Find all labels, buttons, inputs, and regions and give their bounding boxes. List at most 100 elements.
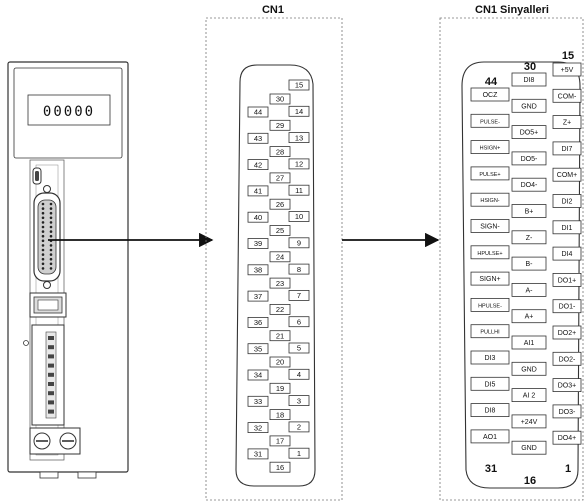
drive-terminal-block — [23, 324, 65, 426]
cn1-pin-box — [288, 237, 310, 249]
terminal-slot — [48, 363, 54, 368]
drive-pin-dot — [41, 211, 45, 215]
servo-drive: 00000 — [7, 61, 129, 479]
cn1-signal-label: GND — [521, 366, 537, 373]
cn1-signal-label: DI3 — [485, 355, 496, 362]
cn1-pin-number: 34 — [254, 371, 262, 380]
cn1-signal-label: PULSE- — [480, 119, 500, 125]
drive-pin-dot — [41, 221, 45, 224]
cn1-pin-number: 28 — [276, 147, 284, 156]
cn1-signal-label: DO2+ — [558, 330, 576, 337]
cn1-signal-cell — [470, 403, 510, 418]
cn1-pin-number: 2 — [297, 423, 301, 432]
drive-pin-dot — [41, 239, 45, 243]
cn1-signal-cell — [511, 72, 547, 87]
cn1-pin-box — [288, 132, 310, 144]
cn1-pin-box — [247, 448, 269, 460]
cn1-signal-cell — [511, 440, 547, 455]
cn1-pin-number: 32 — [254, 423, 262, 432]
cn1-signal-label: DI1 — [562, 225, 573, 232]
cn1-pin-box — [247, 316, 269, 328]
drive-pin-dot — [49, 211, 53, 215]
drive-pin-dot — [41, 230, 45, 233]
cn1-signal-label: DI8 — [485, 408, 496, 415]
cn1-signal-label: DO4+ — [558, 435, 576, 442]
cn1-signal-label: +5V — [561, 67, 574, 74]
lcd-display — [27, 94, 111, 126]
cn1-signal-cell — [470, 140, 510, 155]
cn1-signals-panel: CN1 Sinyalleri +5VCOM-Z+DI7COM+DI2DI1DI4… — [439, 4, 584, 501]
cn1-pin-number: 44 — [254, 108, 262, 117]
cn1-pin-number: 36 — [254, 318, 262, 327]
cn1-pin-box — [247, 395, 269, 407]
corner-number-16: 16 — [524, 475, 536, 487]
cn1-pin-box — [288, 105, 310, 117]
cn1-pin-number: 19 — [276, 384, 284, 393]
drive-pin-dot — [41, 248, 45, 252]
cn1-pin-number: 39 — [254, 239, 262, 248]
cn1-pin-number: 3 — [297, 396, 301, 405]
cn1-pin-number: 17 — [276, 437, 284, 446]
cn1-pin-box — [269, 225, 291, 236]
cn1-pin-number: 23 — [276, 279, 284, 288]
cn1-signal-label: OCZ — [483, 92, 499, 99]
cn1-signal-cell — [470, 113, 510, 128]
cn1-pin-number: 30 — [276, 95, 284, 104]
cn1-signal-label: PULSE+ — [479, 172, 500, 178]
cn1-pin-number: 4 — [297, 370, 301, 379]
cn1-signal-label: DO3+ — [558, 383, 576, 390]
cn1-signal-label: COM- — [558, 93, 577, 100]
cn1-signal-cell — [511, 177, 547, 192]
cn1-signal-cell — [552, 141, 582, 156]
terminal-slot — [48, 382, 54, 386]
cn1-signal-cell — [470, 87, 510, 102]
cn1-pin-box — [288, 158, 310, 170]
cn1-signal-cell — [511, 230, 547, 245]
cn1-pin-box — [269, 119, 291, 131]
cn1-signal-label: +24V — [521, 419, 538, 426]
terminal-slot — [48, 354, 54, 359]
cn1-signal-cell — [511, 125, 547, 139]
corner-number-44: 44 — [485, 76, 498, 88]
cn1-signal-label: DI2 — [562, 199, 573, 206]
cn1-signal-cell — [552, 194, 582, 208]
cn1-signal-label: AI 2 — [523, 393, 536, 400]
cn1-signals-title: CN1 Sinyalleri — [475, 4, 549, 16]
drive-pin-dot — [41, 244, 45, 247]
cn1-title: CN1 — [262, 4, 284, 16]
cn1-pin-box — [269, 382, 291, 394]
cn1-connector-shell — [235, 64, 316, 487]
cn1-pin-number: 37 — [254, 292, 262, 301]
cn1-signal-label: Z- — [526, 235, 533, 242]
cn1-pin-number: 21 — [276, 331, 284, 340]
cn1-pin-box — [269, 409, 291, 421]
cn1-signal-cell — [511, 98, 547, 113]
cn1-pin-box — [269, 251, 291, 263]
cn1-signal-cell — [552, 378, 582, 393]
terminal-slot — [48, 336, 54, 340]
drive-pin-dot — [49, 267, 53, 270]
drive-pin-dot — [41, 207, 45, 210]
cn1-pin-box — [247, 159, 269, 171]
cn1-pin-box — [247, 422, 269, 434]
drive-pin-dot — [49, 244, 53, 247]
cn1-pin-box — [269, 303, 291, 315]
cn1-pin-box — [269, 330, 291, 342]
cn1-pin-box — [288, 421, 310, 433]
cn1-signal-label: PULLHI — [480, 330, 500, 336]
cn1-signal-label: DI5 — [485, 381, 496, 388]
drive-pin-dot — [49, 234, 53, 238]
corner-number-30: 30 — [524, 61, 536, 73]
cn1-signal-label: B- — [526, 261, 534, 268]
drive-pin-dot — [41, 216, 45, 220]
cn1-pin-number: 26 — [276, 200, 284, 209]
cn1-signal-label: SIGN- — [480, 224, 500, 231]
cn1-signal-cell — [470, 192, 510, 207]
drive-pin-dot — [41, 267, 45, 270]
cn1-pin-number: 8 — [297, 265, 301, 274]
corner-number-15: 15 — [562, 50, 574, 62]
cn1-pin-number: 22 — [276, 305, 284, 314]
cn1-pin-box — [288, 263, 310, 275]
cn1-signal-cell — [511, 309, 547, 324]
